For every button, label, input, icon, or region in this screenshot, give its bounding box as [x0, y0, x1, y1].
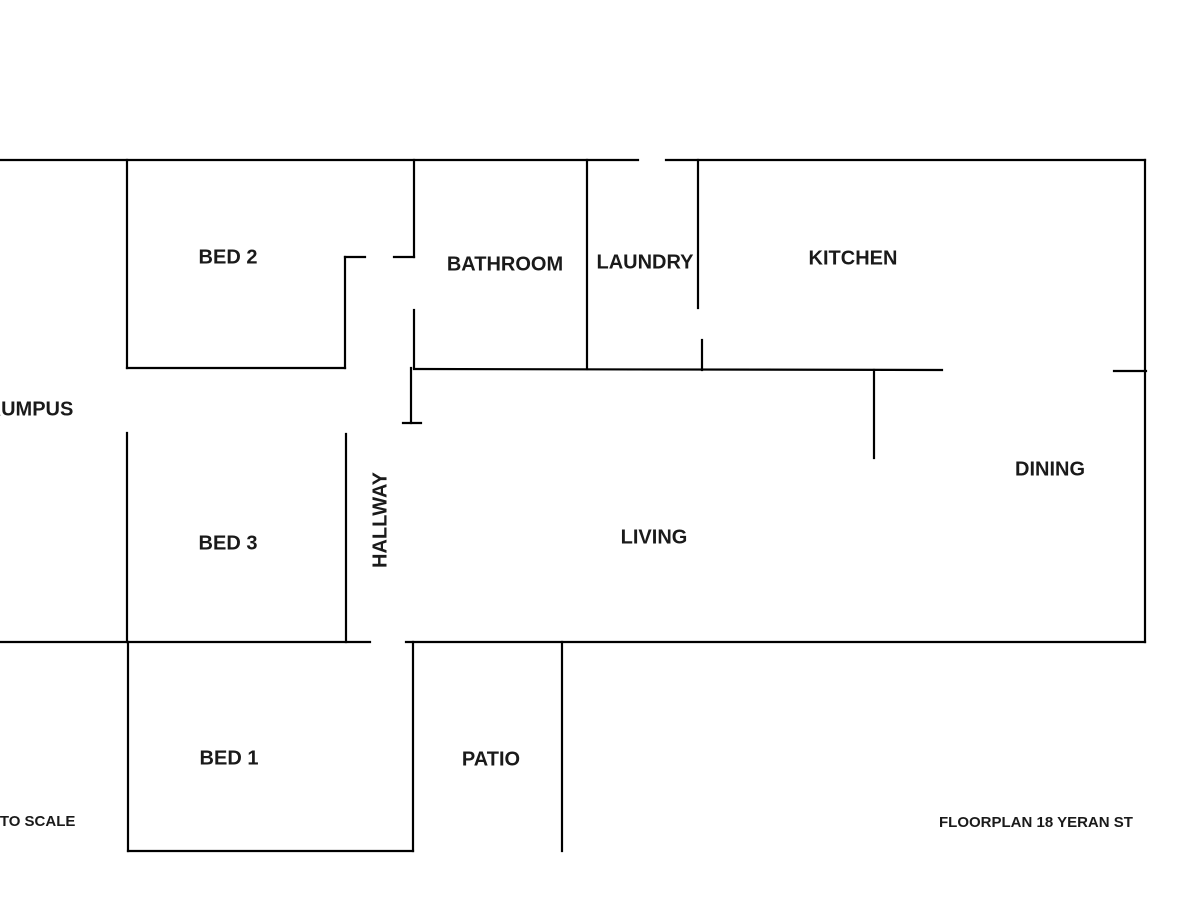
room-labels: BED 2 BATHROOM LAUNDRY KITCHEN RUMPUS DI… — [0, 246, 1085, 770]
room-label-dining: DINING — [1015, 458, 1085, 480]
floorplan-title: FLOORPLAN 18 YERAN ST — [939, 814, 1133, 831]
room-label-living: LIVING — [621, 526, 688, 548]
room-label-patio: PATIO — [462, 748, 520, 770]
scale-note: NOT TO SCALE — [0, 813, 75, 830]
room-label-rumpus: RUMPUS — [0, 398, 73, 420]
notes: NOT TO SCALE FLOORPLAN 18 YERAN ST — [0, 813, 1133, 831]
room-label-bed-1: BED 1 — [200, 747, 259, 769]
wall — [412, 367, 944, 372]
room-label-bed-3: BED 3 — [199, 532, 258, 554]
walls — [0, 158, 1148, 853]
room-label-bathroom: BATHROOM — [447, 253, 563, 275]
room-label-laundry: LAUNDRY — [596, 251, 694, 273]
room-label-bed-2: BED 2 — [199, 246, 258, 268]
room-label-hallway: HALLWAY — [369, 471, 391, 568]
room-label-kitchen: KITCHEN — [809, 247, 898, 269]
